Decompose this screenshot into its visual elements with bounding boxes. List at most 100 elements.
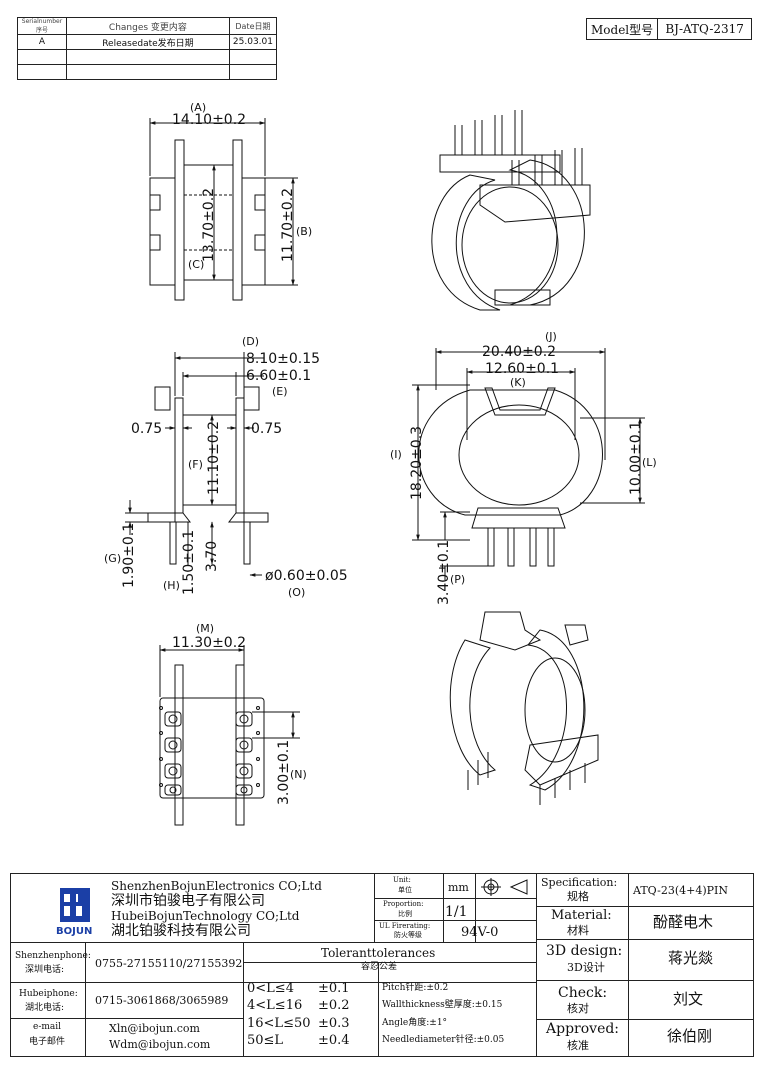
dim-C-tag: (C) xyxy=(188,258,204,271)
material-label-cn: 材料 xyxy=(567,924,589,937)
dim-J-value: 20.40±0.2 xyxy=(482,344,556,360)
spec-label-en: Specification: xyxy=(541,876,618,889)
proportion-value: 1/1 xyxy=(445,904,468,920)
tol-range-2: 16<L≤50 xyxy=(247,1016,311,1031)
rev-cell xyxy=(228,64,278,80)
tol-value-2: ±0.3 xyxy=(318,1016,350,1031)
dim-G-value: 1.90±0.1 xyxy=(121,523,137,588)
tol-range-1: 4<L≤16 xyxy=(247,998,303,1013)
dim-E-value: 6.60±0.1 xyxy=(246,368,311,384)
dim-A-value: 14.10±0.2 xyxy=(172,112,246,128)
dim-H-value: 1.50±0.1 xyxy=(181,530,197,595)
dim-P-value: 3.40±0.1 xyxy=(436,540,452,605)
dim-075-right: 0.75 xyxy=(251,421,282,437)
technical-drawing: (A) 14.10±0.2 11.70±0.2 (B) 13.70±0.2 (C… xyxy=(104,101,657,826)
dim-I-tag: (I) xyxy=(390,448,402,461)
mail-1: Xln@ibojun.com xyxy=(109,1022,200,1035)
check-value: 刘文 xyxy=(673,990,704,1008)
hb-phone-value: 0715-3061868/3065989 xyxy=(95,994,229,1007)
dim-N-tag: (N) xyxy=(290,768,307,781)
material-value: 酚醛电木 xyxy=(653,913,714,931)
dim-G-tag: (G) xyxy=(104,552,121,565)
unit-label-cn: 单位 xyxy=(398,886,412,894)
material-label-en: Material: xyxy=(551,908,612,923)
approved-value: 徐伯刚 xyxy=(667,1027,713,1045)
sz-phone-value: 0755-27155110/27155392 xyxy=(95,957,243,970)
dim-J-tag: (J) xyxy=(545,330,557,343)
tol-title-cn: 容忍公差 xyxy=(361,962,398,972)
bojun-logo: BOJUN xyxy=(56,888,92,936)
front-view xyxy=(149,118,298,301)
dimension-labels: (A) 14.10±0.2 11.70±0.2 (B) 13.70±0.2 (C… xyxy=(104,101,657,805)
sz-phone-label-cn: 深圳电话: xyxy=(25,965,65,975)
dim-I-value: 18.20±0.3 xyxy=(409,426,425,500)
mail-label-en: e-mail xyxy=(33,1022,62,1032)
model-value: BJ-ATQ-2317 xyxy=(657,18,753,40)
dim-P-tag: (P) xyxy=(450,573,465,586)
check-label-cn: 核对 xyxy=(567,1002,589,1015)
mail-2: Wdm@ibojun.com xyxy=(109,1038,211,1051)
tol-note-3: Needlediameter针径:±0.05 xyxy=(382,1035,505,1045)
unit-label-en: Unit: xyxy=(393,876,411,884)
dim-H2-value: 3.70 xyxy=(204,541,220,572)
dim-O-tag: (O) xyxy=(288,586,305,599)
model-label: Model型号 xyxy=(585,18,659,40)
company-sz-en: ShenzhenBojunElectronics CO;Ltd xyxy=(111,879,322,893)
dim-F-value: 11.10±0.2 xyxy=(206,421,222,495)
iso-view-top xyxy=(431,110,591,311)
front-view-right xyxy=(412,348,645,580)
fire-value: 94V-0 xyxy=(461,925,499,940)
dim-C-value: 13.70±0.2 xyxy=(201,188,217,262)
tol-range-0: 0<L≤4 xyxy=(247,981,294,996)
approved-label-cn: 核准 xyxy=(567,1039,589,1052)
dim-K-value: 12.60±0.1 xyxy=(485,361,559,377)
company-hb-en: HubeiBojunTechnology CO;Ltd xyxy=(111,909,300,923)
dim-D-tag: (D) xyxy=(242,335,259,348)
check-label-en: Check: xyxy=(558,985,608,1001)
mail-label-cn: 电子邮件 xyxy=(29,1037,66,1047)
hb-phone-label-en: Hubeiphone: xyxy=(19,989,78,999)
proportion-label-cn: 比例 xyxy=(398,910,412,918)
dim-A-tag: (A) xyxy=(190,101,206,114)
dim-B-tag: (B) xyxy=(296,225,312,238)
dim-M-tag: (M) xyxy=(196,622,214,635)
fire-label-cn: 防火等级 xyxy=(394,931,422,939)
design-value: 蒋光燚 xyxy=(668,949,714,967)
iso-view-bottom xyxy=(449,611,599,805)
dim-E-tag: (E) xyxy=(272,385,288,398)
tol-value-0: ±0.1 xyxy=(318,981,350,996)
dim-M-value: 11.30±0.2 xyxy=(172,635,246,651)
revision-table: Serialnumber序号 Changes 变更内容 Date日期 A Rel… xyxy=(17,17,278,80)
model-box: Model型号 BJ-ATQ-2317 xyxy=(585,18,753,40)
tol-note-2: Angle角度:±1° xyxy=(382,1018,448,1028)
company-sz-cn: 深圳市铂骏电子有限公司 xyxy=(111,893,265,909)
dim-B-value: 11.70±0.2 xyxy=(280,188,296,262)
dim-075-left: 0.75 xyxy=(131,421,162,437)
dim-H-tag: (H) xyxy=(163,579,180,592)
logo-text: BOJUN xyxy=(56,926,92,936)
design-label-en: 3D design: xyxy=(546,943,623,959)
dim-F-tag: (F) xyxy=(188,458,203,471)
design-label-cn: 3D设计 xyxy=(567,961,605,974)
tol-value-3: ±0.4 xyxy=(318,1033,350,1048)
sz-phone-label-en: Shenzhenphone: xyxy=(15,951,91,961)
dim-O-value: ø0.60±0.05 xyxy=(265,568,348,584)
fire-label-en: UL Firerating: xyxy=(379,922,431,930)
proportion-label-en: Proportion: xyxy=(383,900,424,908)
dim-L-value: 10.00±0.1 xyxy=(628,421,644,495)
title-block: BOJUN ShenzhenBojunElectronics CO;Ltd 深圳… xyxy=(10,873,754,1057)
dim-L-tag: (L) xyxy=(642,456,657,469)
dim-N-value: 3.00±0.1 xyxy=(276,740,292,805)
bottom-view xyxy=(159,645,300,826)
tol-value-1: ±0.2 xyxy=(318,998,350,1013)
dim-D-value: 8.10±0.15 xyxy=(246,351,320,367)
tol-note-0: Pitch针距:±0.2 xyxy=(382,983,449,993)
dim-K-tag: (K) xyxy=(510,376,526,389)
spec-value: ATQ-23(4+4)PIN xyxy=(633,884,728,897)
tol-note-1: Wallthickness壁厚度:±0.15 xyxy=(382,1000,503,1010)
tol-range-3: 50≤L xyxy=(247,1033,284,1048)
side-view xyxy=(125,352,269,577)
unit-value: mm xyxy=(448,881,469,894)
projection-symbol xyxy=(481,878,528,896)
spec-label-cn: 规格 xyxy=(567,890,589,903)
